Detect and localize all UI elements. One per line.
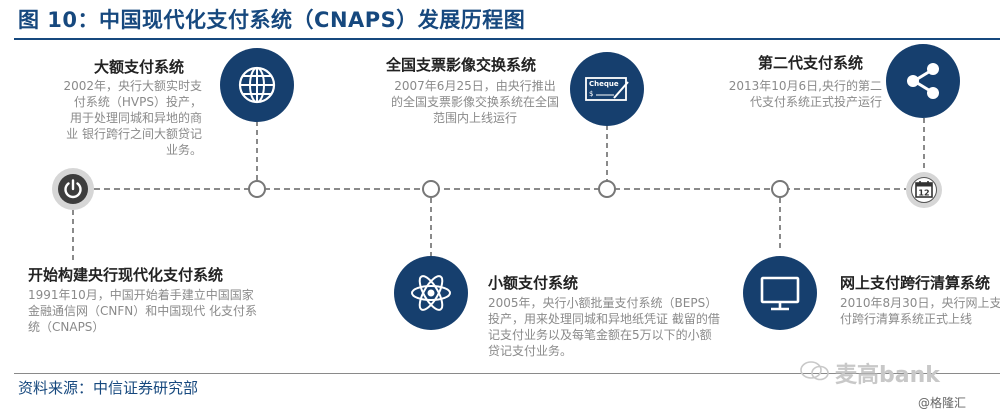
timeline-start-node (52, 168, 94, 210)
atom-icon-badge (394, 256, 468, 330)
event-title: 第二代支付系统 (758, 54, 864, 72)
event-title: 网上支付跨行清算系统 (840, 274, 991, 292)
watermark-handle: @格隆汇 (918, 396, 967, 410)
timeline-node-2010 (771, 180, 789, 198)
event-desc: 2002年，央行大额实时支付系统（HVPS）投产，用于处理同城和异地的商业 银行… (63, 79, 202, 157)
footer-rule (14, 373, 1000, 374)
source-note: 资料来源：中信证券研究部 (18, 379, 199, 397)
event-desc: 2007年6月25日，由央行推出的全国支票影像交换系统在全国范围内上线运行 (390, 79, 559, 125)
wechat-icon (800, 361, 829, 381)
globe-icon (238, 66, 276, 104)
share-icon-badge (886, 44, 960, 118)
event-title: 全国支票影像交换系统 (386, 56, 537, 74)
globe-icon-badge (220, 48, 294, 122)
cheque-icon: Cheque $ (585, 77, 629, 101)
figure-title: 图 10：中国现代化支付系统（CNAPS）发展历程图 (18, 8, 526, 32)
calendar-day: 12 (918, 188, 929, 197)
cheque-icon-badge: Cheque $ (570, 52, 644, 126)
timeline-end-node: 12 (906, 172, 942, 208)
atom-icon (411, 275, 451, 311)
timeline-node-2007 (598, 180, 616, 198)
monitor-icon (760, 276, 800, 311)
watermark: 麦高bank (835, 363, 940, 388)
timeline-node-2002 (248, 180, 266, 198)
calendar-icon: 12 (915, 181, 933, 198)
power-icon (64, 179, 82, 199)
event-title: 大额支付系统 (94, 58, 185, 76)
monitor-icon-badge (743, 256, 817, 330)
share-icon (907, 63, 939, 99)
event-title: 小额支付系统 (488, 274, 579, 292)
event-desc: 1991年10月，中国开始着手建立中国国家金融通信网（CNFN）和中国现代 化支… (28, 288, 258, 334)
cheque-dollar: $ (589, 90, 593, 98)
timeline-node-2005 (422, 180, 440, 198)
event-desc: 2010年8月30日，央行网上支付跨行清算系统正式上线 (840, 296, 1000, 326)
event-title: 开始构建央行现代化支付系统 (28, 266, 224, 284)
event-desc: 2005年，央行小额批量支付系统（BEPS）投产，用来处理同城和异地纸凭证 截留… (488, 296, 720, 358)
title-rule (14, 38, 1000, 40)
cheque-label: Cheque (589, 80, 619, 88)
event-desc: 2013年10月6日,央行的第二代支付系统正式投产运行 (728, 79, 882, 109)
